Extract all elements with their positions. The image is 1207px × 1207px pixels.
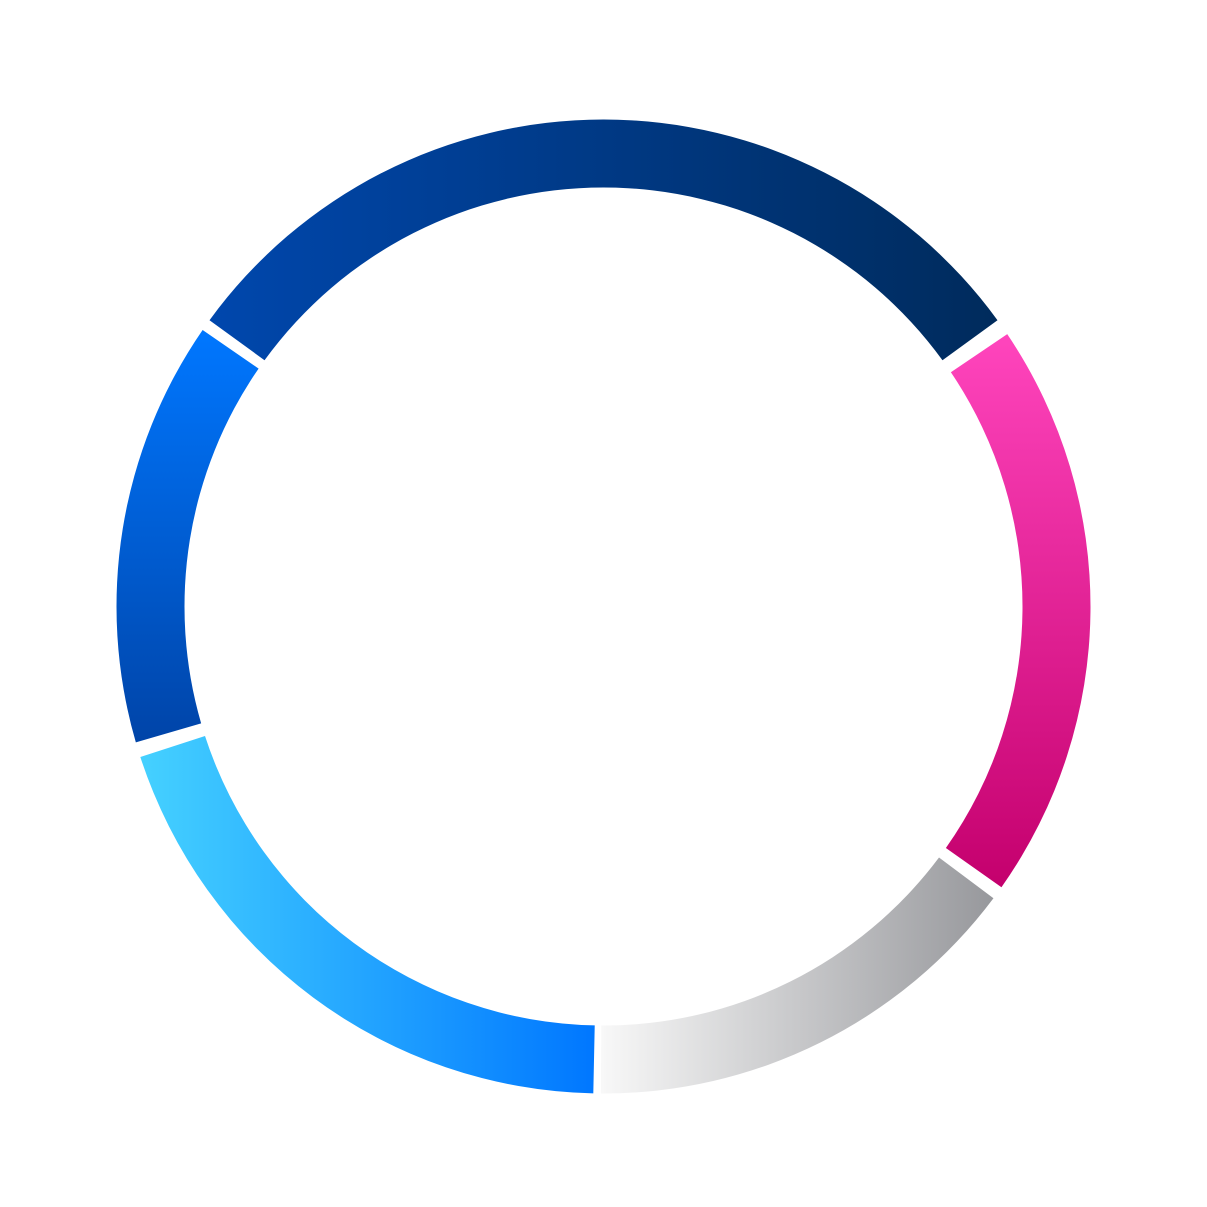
ring-segment-right: [945, 334, 1091, 888]
ring-segment-left: [116, 329, 259, 743]
ring-segment-bottom-right: [600, 857, 994, 1094]
ring-segment-top: [209, 119, 998, 361]
ring-segments: [116, 119, 1091, 1094]
ring-segment-bottom-left: [140, 735, 595, 1094]
